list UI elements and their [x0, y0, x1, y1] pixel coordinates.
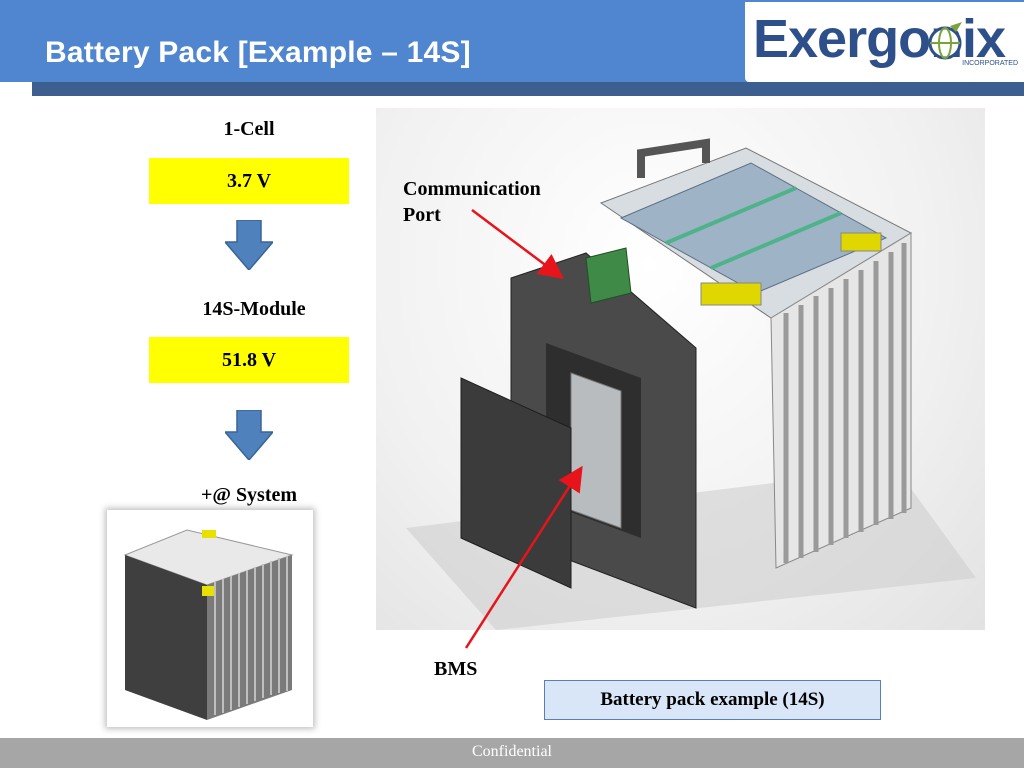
battery-system-illustration [123, 529, 294, 720]
system-pack-image [107, 510, 313, 727]
callout-line-1: Communication [403, 178, 541, 200]
footer-text: Confidential [472, 743, 552, 760]
system-label: +@ System [200, 484, 298, 506]
communication-port-callout: Communication Port [403, 176, 541, 228]
logo-subtext: INCORPORATED [962, 60, 1018, 67]
bms-callout: BMS [434, 658, 478, 680]
module-label: 14S-Module [202, 298, 306, 320]
cell-label: 1-Cell [223, 118, 275, 140]
header-band [32, 82, 1024, 96]
footer-bar [0, 738, 1024, 768]
down-arrow-icon [225, 220, 273, 270]
callout-line-2: Port [403, 204, 441, 226]
slide-title: Battery Pack [Example – 14S] [45, 36, 471, 69]
logo-text: Exergonix [753, 9, 1006, 69]
image-caption: Battery pack example (14S) [544, 680, 881, 720]
down-arrow-icon [225, 410, 273, 460]
company-logo: Exergonix INCORPORATED [745, 2, 1024, 82]
cell-voltage-box: 3.7 V [149, 158, 349, 204]
globe-icon [928, 22, 962, 60]
module-voltage-box: 51.8 V [149, 337, 349, 383]
